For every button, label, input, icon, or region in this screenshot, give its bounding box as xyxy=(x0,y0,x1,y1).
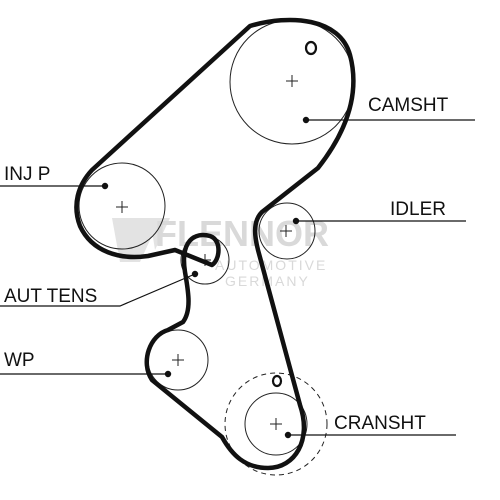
idler-pulley xyxy=(258,202,316,260)
pulley-centres xyxy=(116,75,298,430)
label-injection-pump: INJ P xyxy=(4,164,50,185)
label-idler: IDLER xyxy=(390,199,446,220)
crankshaft-outer-circle xyxy=(224,372,328,476)
leader-lines xyxy=(0,116,475,439)
label-water-pump: WP xyxy=(4,350,35,371)
watermark-line1: AUTOMOTIVE xyxy=(215,257,327,273)
label-camshaft: CAMSHT xyxy=(368,95,449,116)
crankshaft-pulley xyxy=(244,392,308,456)
injection-pump-pulley xyxy=(78,162,166,250)
watermark-logo-icon xyxy=(112,218,170,262)
crankshaft-timing-mark xyxy=(271,374,283,388)
camshaft-timing-mark xyxy=(304,40,318,56)
timing-belt xyxy=(74,17,356,471)
label-auto-tensioner: AUT TENS xyxy=(4,286,97,307)
label-crankshaft: CRANSHT xyxy=(334,413,426,434)
watermark-brand: FLENNOR xyxy=(155,213,329,254)
